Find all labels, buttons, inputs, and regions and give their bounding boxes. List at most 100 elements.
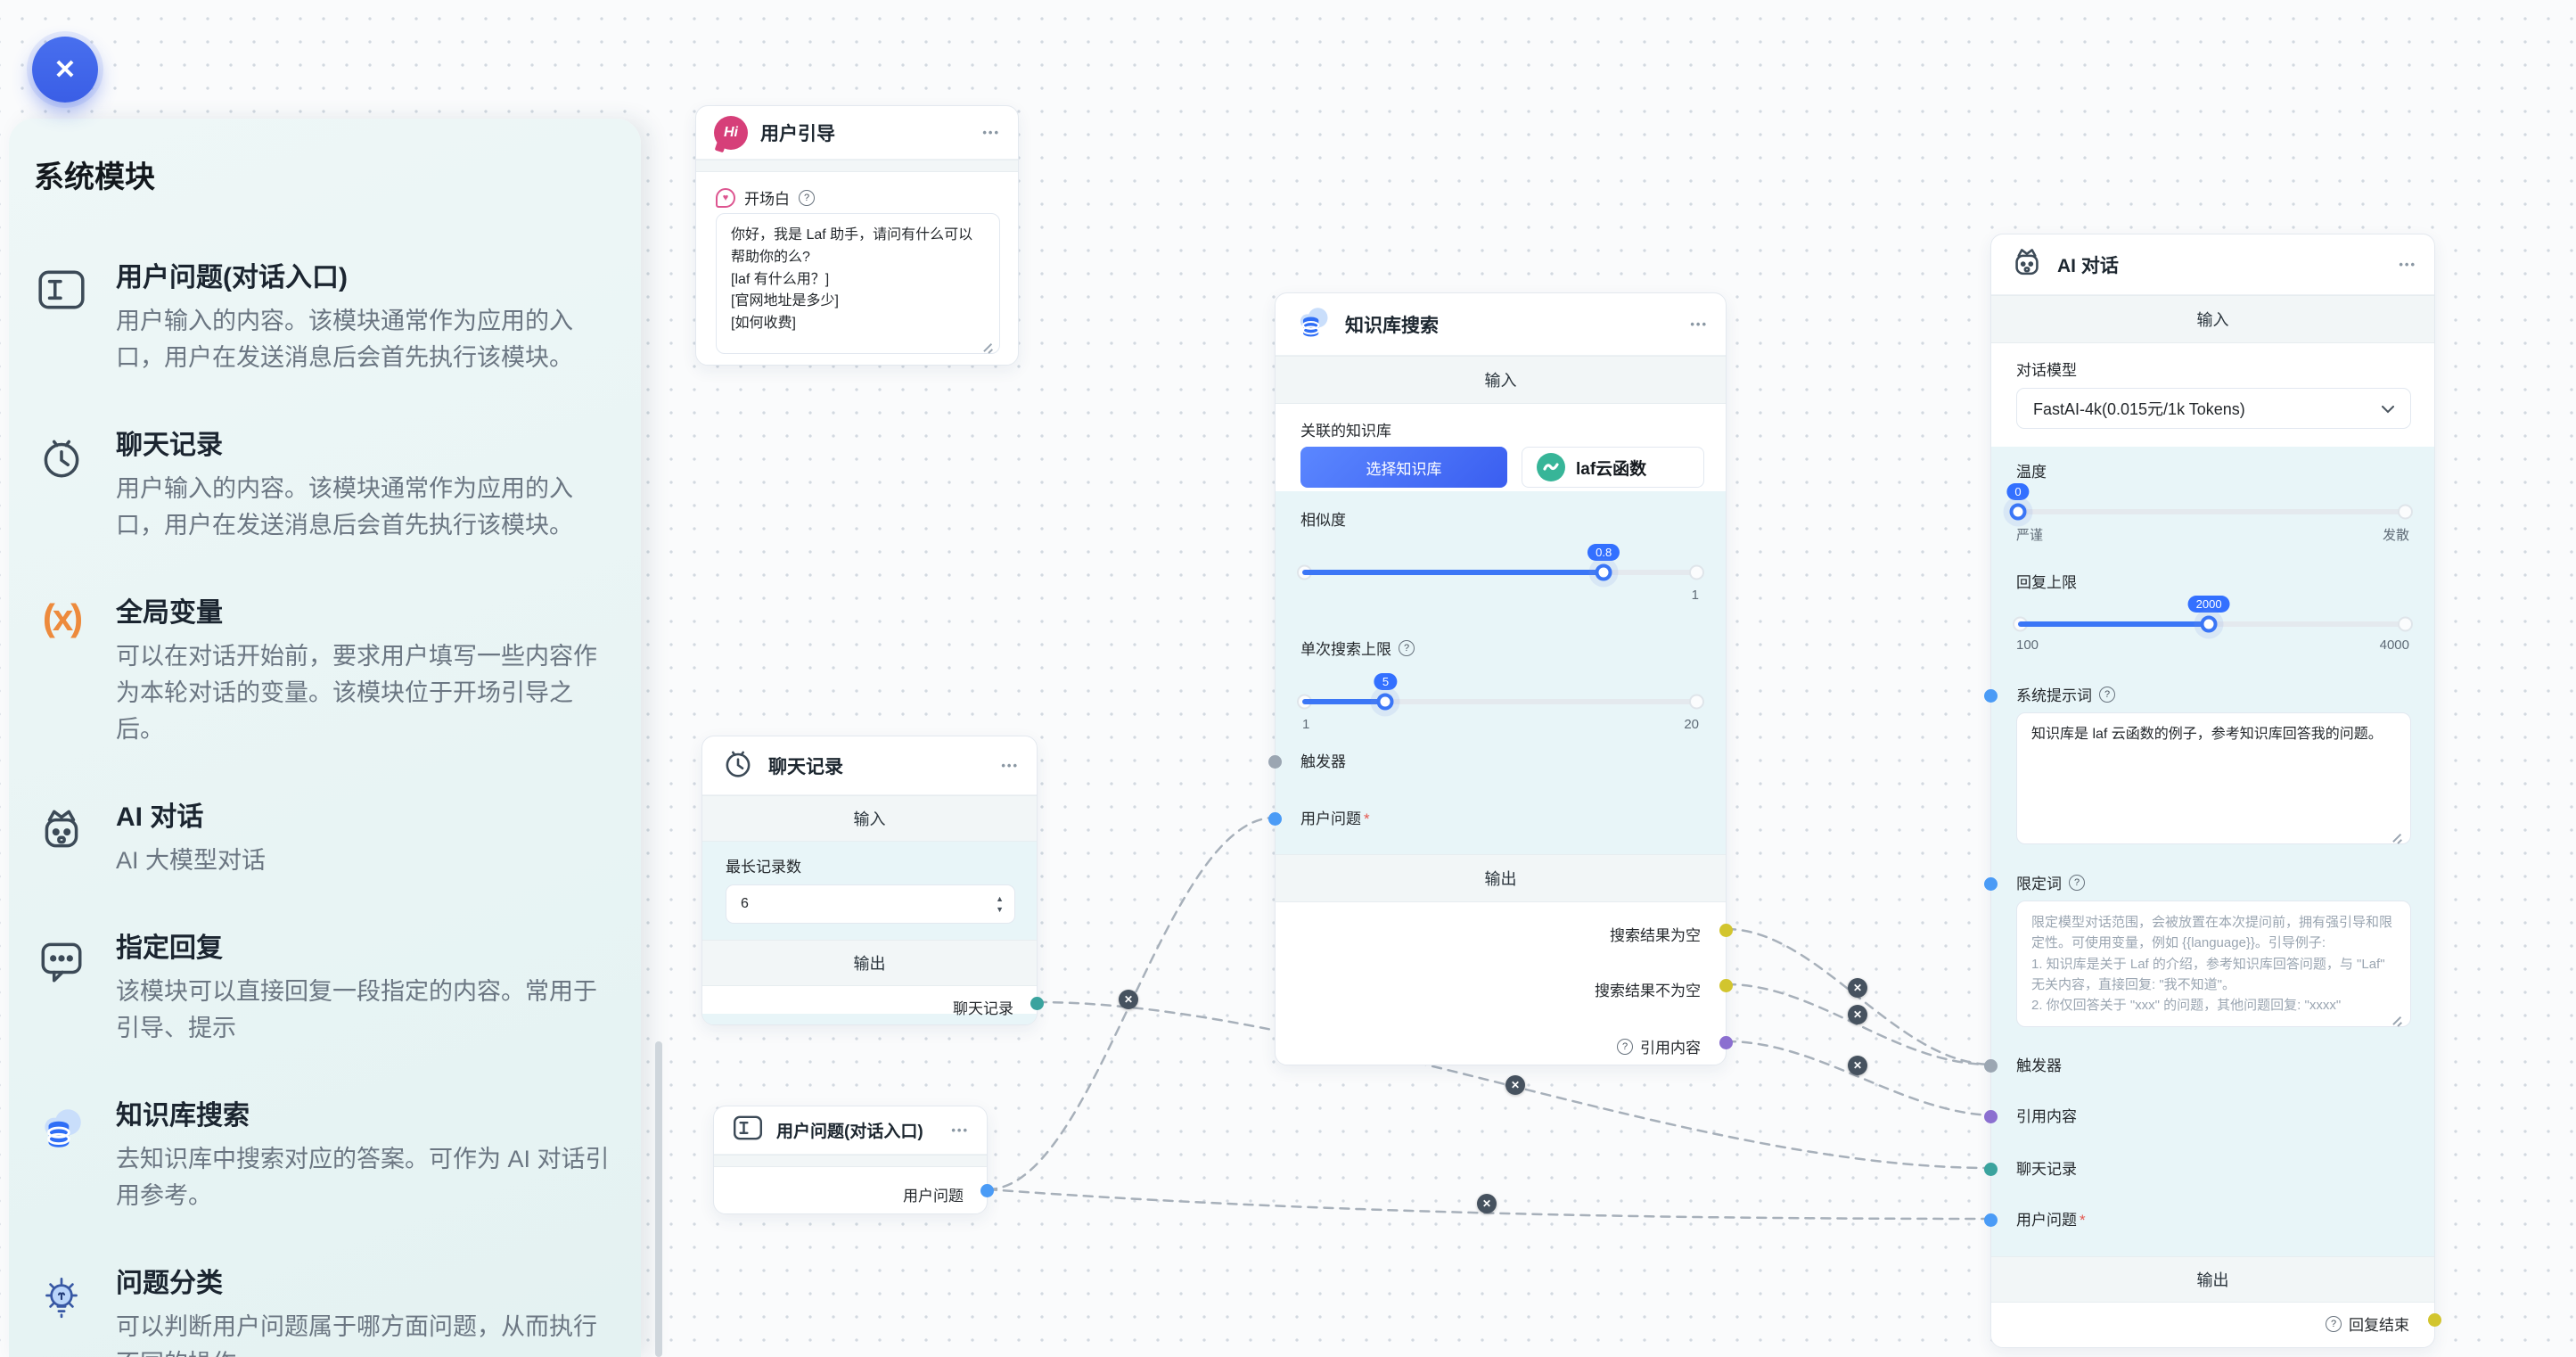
resize-handle[interactable] bbox=[2390, 830, 2402, 843]
help-icon[interactable]: ? bbox=[799, 189, 815, 206]
system-prompt-textarea[interactable]: 知识库是 laf 云函数的例子，参考知识库回答我的问题。 bbox=[2016, 712, 2411, 844]
clock-icon bbox=[34, 423, 89, 544]
close-icon: ✕ bbox=[1852, 982, 1863, 994]
output-quote-label: ? 引用内容 bbox=[1617, 1035, 1701, 1057]
hi-avatar-icon: Hi bbox=[714, 115, 748, 150]
port-question-in[interactable] bbox=[1984, 1213, 1998, 1227]
sidebar-item-desc: 该模块可以直接回复一段指定的内容。常用于引导、提示 bbox=[116, 978, 597, 1042]
help-icon[interactable]: ? bbox=[2099, 686, 2115, 703]
reply-limit-slider[interactable]: 2000 bbox=[2018, 596, 2408, 633]
node-menu-icon[interactable]: ••• bbox=[982, 126, 1000, 139]
help-icon[interactable]: ? bbox=[2326, 1315, 2342, 1332]
sidebar-scrollbar[interactable] bbox=[655, 1041, 662, 1357]
constraint-textarea[interactable] bbox=[2016, 901, 2411, 1027]
sidebar-item-desc: 可以在对话开始前，要求用户填写一些内容作为本轮对话的变量。该模块位于开场引导之后… bbox=[116, 643, 597, 744]
select-kb-button[interactable]: 选择知识库 bbox=[1300, 447, 1507, 488]
port-question-out[interactable] bbox=[980, 1184, 994, 1197]
delete-edge-button[interactable]: ✕ bbox=[1848, 1056, 1867, 1075]
slider-handle[interactable] bbox=[1376, 693, 1394, 711]
node-menu-icon[interactable]: ••• bbox=[951, 1123, 969, 1137]
node-header: 用户问题(对话入口) ••• bbox=[714, 1106, 987, 1155]
close-icon: ✕ bbox=[1852, 1059, 1863, 1072]
input-cursor-icon bbox=[732, 1112, 764, 1148]
number-stepper[interactable]: ▲ ▼ bbox=[996, 893, 1009, 914]
sidebar-item-title: 用户问题(对话入口) bbox=[116, 263, 348, 292]
slider-value-badge: 0 bbox=[2006, 483, 2030, 500]
port-quote-out[interactable] bbox=[1719, 1036, 1733, 1049]
port-trigger-in[interactable] bbox=[1984, 1059, 1998, 1073]
model-select[interactable]: FastAI-4k(0.015元/1k Tokens) bbox=[2016, 388, 2411, 429]
slider-value-badge: 0.8 bbox=[1587, 544, 1620, 561]
delete-edge-button[interactable]: ✕ bbox=[1119, 990, 1138, 1009]
node-title: AI 对话 bbox=[2057, 255, 2119, 276]
sidebar-item-chat-history[interactable]: 聊天记录 用户输入的内容。该模块通常作为应用的入口，用户在发送消息后会首先执行该… bbox=[34, 423, 611, 544]
input-tint bbox=[1276, 491, 1726, 854]
slider-handle[interactable] bbox=[1595, 563, 1612, 581]
input-cursor-icon bbox=[34, 255, 89, 376]
delete-edge-button[interactable]: ✕ bbox=[1505, 1075, 1525, 1095]
stepper-up-icon[interactable]: ▲ bbox=[996, 893, 1004, 903]
port-history-out[interactable] bbox=[1030, 997, 1044, 1010]
sidebar-item-desc: 用户输入的内容。该模块通常作为应用的入口，用户在发送消息后会首先执行该模块。 bbox=[116, 308, 573, 372]
port-question-in[interactable] bbox=[1268, 812, 1282, 826]
clock-icon bbox=[720, 745, 756, 785]
trigger-label: 触发器 bbox=[2016, 1057, 2062, 1074]
port-search-notempty-out[interactable] bbox=[1719, 979, 1733, 992]
node-menu-icon[interactable]: ••• bbox=[1690, 317, 1708, 331]
sidebar-item-ai-chat[interactable]: AI 对话 AI 大模型对话 bbox=[34, 794, 611, 879]
port-system-prompt-in[interactable] bbox=[1984, 689, 1998, 703]
help-icon[interactable]: ? bbox=[2069, 874, 2085, 891]
slider-handle[interactable] bbox=[2009, 503, 2027, 521]
slider-handle[interactable] bbox=[2200, 615, 2218, 633]
node-ai-chat[interactable]: AI 对话 ••• 输入 对话模型 FastAI-4k(0.015元/1k To… bbox=[1984, 234, 2441, 1348]
sidebar-item-fixed-reply[interactable]: 指定回复 该模块可以直接回复一段指定的内容。常用于引导、提示 bbox=[34, 925, 611, 1047]
sidebar-item-kb-search[interactable]: 知识库搜索 去知识库中搜索对应的答案。可作为 AI 对话引用参考。 bbox=[34, 1093, 611, 1214]
search-limit-slider[interactable]: 5 bbox=[1302, 673, 1699, 711]
resize-handle[interactable] bbox=[2390, 1013, 2402, 1025]
input-section-bar: 输入 bbox=[1276, 356, 1726, 404]
sidebar-item-title: 指定回复 bbox=[116, 933, 223, 964]
node-menu-icon[interactable]: ••• bbox=[1001, 759, 1019, 772]
heart-bubble-icon: ♥ bbox=[716, 187, 735, 208]
node-chat-history[interactable]: 聊天记录 ••• 输入 最长记录数 6 ▲ ▼ 输出 聊天记录 bbox=[701, 736, 1044, 1025]
port-constraint-in[interactable] bbox=[1984, 877, 1998, 891]
port-history-in[interactable] bbox=[1984, 1163, 1998, 1176]
question-label: 用户问题* bbox=[1300, 810, 1370, 827]
slider-min-label: 1 bbox=[1302, 717, 1310, 732]
max-records-input[interactable]: 6 ▲ ▼ bbox=[726, 884, 1015, 924]
stepper-down-icon[interactable]: ▼ bbox=[996, 904, 1004, 914]
port-trigger-in[interactable] bbox=[1268, 755, 1282, 769]
port-quote-in[interactable] bbox=[1984, 1110, 1998, 1123]
delete-edge-button[interactable]: ✕ bbox=[1848, 1005, 1867, 1024]
port-search-empty-out[interactable] bbox=[1719, 924, 1733, 937]
sidebar-item-global-variable[interactable]: (x) 全局变量 可以在对话开始前，要求用户填写一些内容作为本轮对话的变量。该模… bbox=[34, 590, 611, 748]
dataset-card[interactable]: laf云函数 bbox=[1522, 447, 1704, 488]
help-icon[interactable]: ? bbox=[1617, 1038, 1633, 1055]
similarity-slider[interactable]: 0.8 bbox=[1302, 544, 1699, 581]
dataset-label: 关联的知识库 bbox=[1300, 423, 1391, 440]
port-reply-end-out[interactable] bbox=[2428, 1313, 2441, 1327]
delete-edge-button[interactable]: ✕ bbox=[1477, 1194, 1497, 1213]
help-icon[interactable]: ? bbox=[1399, 639, 1415, 656]
slider-max-label: 20 bbox=[1684, 717, 1699, 732]
node-header: AI 对话 ••• bbox=[1991, 234, 2434, 295]
node-user-question[interactable]: 用户问题(对话入口) ••• 用户问题 bbox=[713, 1106, 994, 1214]
sidebar-item-user-question[interactable]: 用户问题(对话入口) 用户输入的内容。该模块通常作为应用的入口，用户在发送消息后… bbox=[34, 255, 611, 376]
temperature-slider[interactable]: 0 bbox=[2006, 483, 2408, 521]
node-menu-icon[interactable]: ••• bbox=[2399, 258, 2416, 271]
chevron-down-icon bbox=[2382, 399, 2394, 418]
delete-edge-button[interactable]: ✕ bbox=[1848, 978, 1867, 998]
close-panel-button[interactable]: ✕ bbox=[32, 37, 98, 103]
node-kb-search[interactable]: 知识库搜索 ••• 输入 关联的知识库 选择知识库 laf云函数 相似度 0.8… bbox=[1268, 292, 1733, 1065]
node-header: 知识库搜索 ••• bbox=[1276, 293, 1726, 356]
temp-max-label: 发散 bbox=[2382, 528, 2409, 543]
variable-icon: (x) bbox=[42, 596, 83, 639]
dataset-name: laf云函数 bbox=[1576, 459, 1647, 479]
opening-textarea[interactable]: 你好，我是 Laf 助手，请问有什么可以帮助你的么? [laf 有什么用？] [… bbox=[716, 213, 1000, 354]
sidebar-item-question-classify[interactable]: 问题分类 可以判断用户问题属于哪方面问题，从而执行不同的操作。 bbox=[34, 1261, 611, 1357]
node-user-guide[interactable]: Hi 用户引导 ••• ♥ 开场白 ? 你好，我是 Laf 助手，请问有什么可以… bbox=[695, 105, 1019, 366]
question-label: 用户问题* bbox=[2016, 1212, 2086, 1229]
resize-handle[interactable] bbox=[980, 340, 993, 352]
trigger-label: 触发器 bbox=[1300, 753, 1346, 770]
output-question-label: 用户问题 bbox=[903, 1188, 964, 1205]
